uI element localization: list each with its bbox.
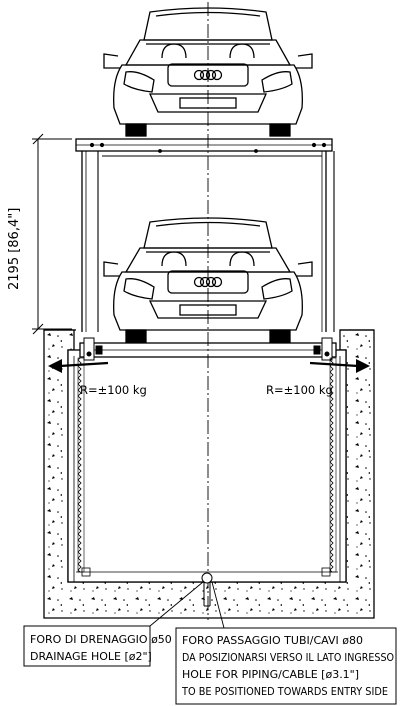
- reaction-arrows: [48, 359, 370, 373]
- height-dimension-label: 2195 [86,4"]: [7, 208, 22, 290]
- lift-frame: [75, 138, 335, 332]
- pit: [43, 329, 375, 619]
- drainage-note-line2: DRAINAGE HOLE [ø2"]: [30, 650, 152, 663]
- reaction-right-label: R=±100 kg: [266, 383, 333, 397]
- leader-lines: [149, 581, 225, 629]
- piping-note-line2: DA POSIZIONARSI VERSO IL LATO INGRESSO: [182, 651, 394, 664]
- drain-hole: [201, 572, 213, 607]
- piping-note-line4: TO BE POSITIONED TOWARDS ENTRY SIDE: [181, 685, 388, 698]
- reaction-left-label: R=±100 kg: [80, 383, 147, 397]
- pit-columns: [76, 357, 338, 577]
- piping-note-line3: HOLE FOR PIPING/CABLE [ø3.1"]: [182, 668, 359, 681]
- top-car: [103, 7, 313, 137]
- drainage-note-line1: FORO DI DRENAGGIO ø50: [30, 633, 172, 646]
- drainage-note-box: [23, 625, 151, 667]
- height-dimension: [32, 133, 72, 335]
- piping-note-line1: FORO PASSAGGIO TUBI/CAVI ø80: [182, 634, 363, 647]
- piping-note-box: [175, 627, 397, 705]
